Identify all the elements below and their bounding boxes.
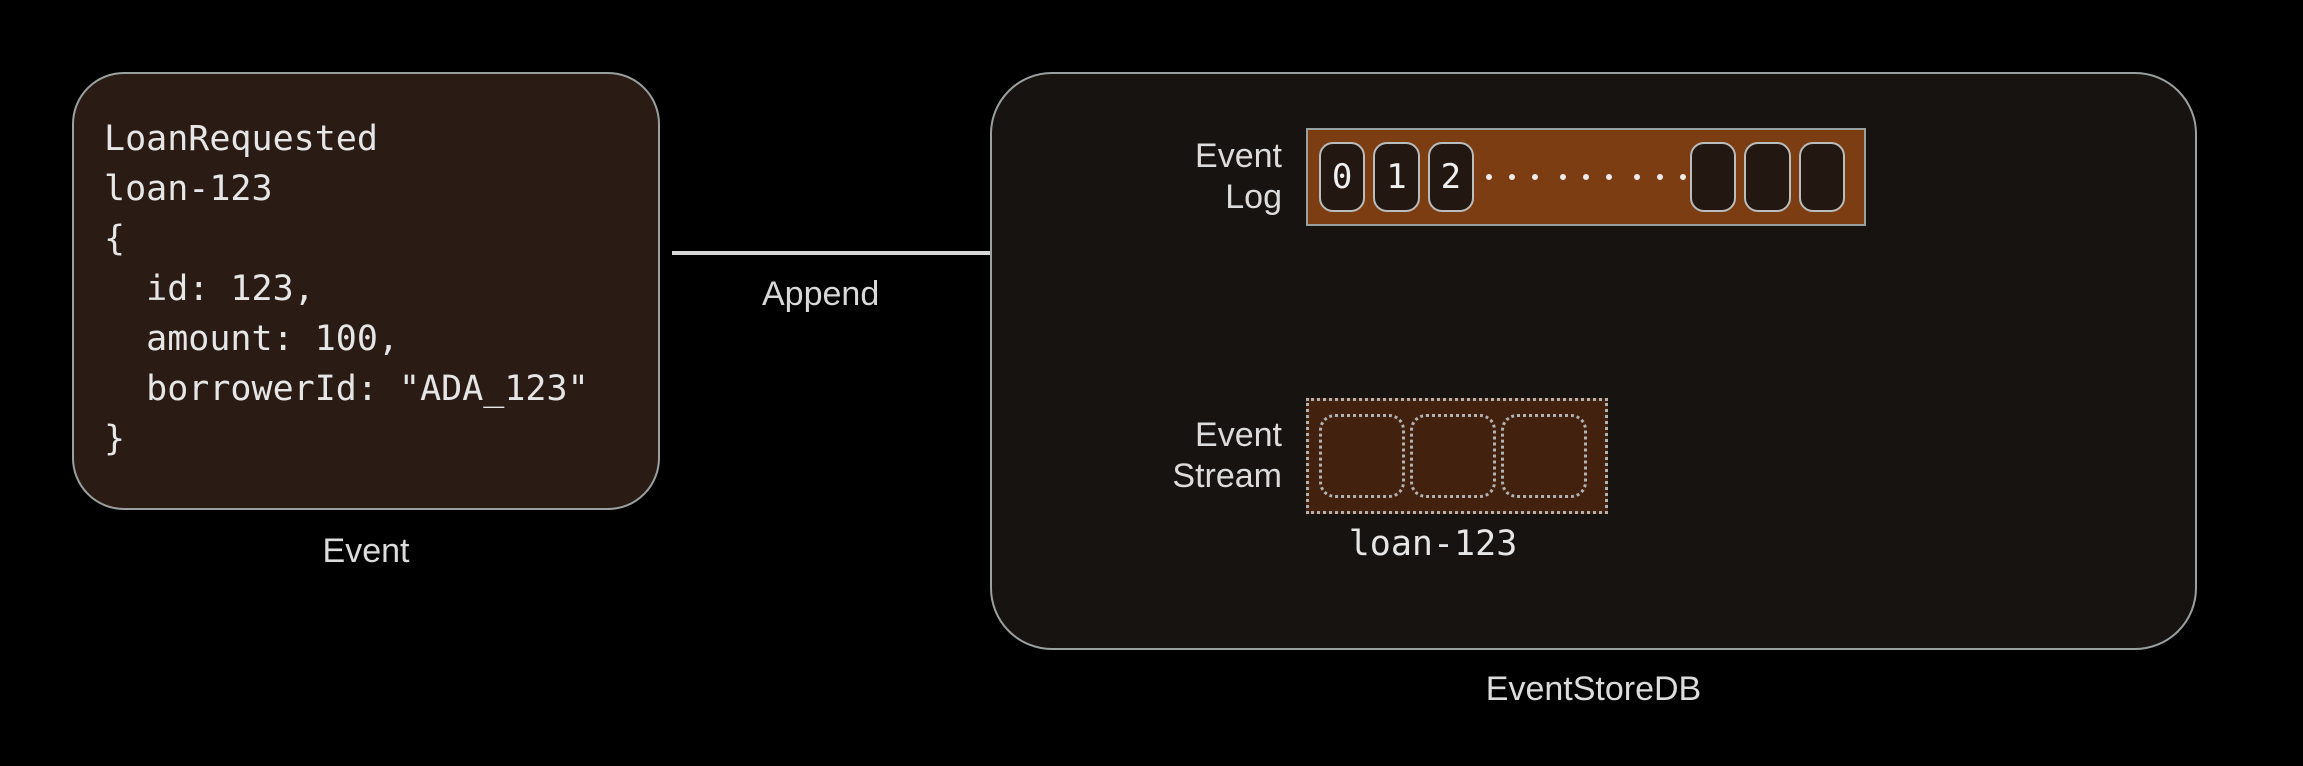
ellipsis-dot — [1559, 174, 1566, 180]
ellipsis-group — [1633, 174, 1686, 180]
event-card: LoanRequested loan-123 { id: 123, amount… — [72, 72, 660, 510]
ellipsis-dot — [1656, 174, 1663, 180]
ellipsis-group — [1559, 174, 1612, 180]
eventstore-group: Event Log 0 1 2 — [990, 72, 2197, 709]
ellipsis-dot — [1679, 174, 1686, 180]
event-log-cell[interactable]: 1 — [1373, 142, 1420, 212]
event-log-cell-empty[interactable] — [1689, 142, 1737, 212]
event-log-cell-empty[interactable] — [1798, 142, 1845, 212]
event-stream-box — [1306, 398, 1608, 514]
ellipsis-dot — [1582, 174, 1589, 180]
ellipsis-dot — [1633, 174, 1640, 180]
ellipsis-dot — [1485, 174, 1492, 180]
ellipsis-group — [1485, 174, 1538, 180]
event-group: LoanRequested loan-123 { id: 123, amount… — [72, 72, 660, 571]
event-log-cell-empty[interactable] — [1744, 142, 1791, 212]
event-log-cell[interactable]: 0 — [1319, 142, 1366, 212]
ellipsis-dot — [1605, 174, 1612, 180]
eventstore-container: Event Log 0 1 2 — [990, 72, 2197, 650]
event-stream-cell[interactable] — [1501, 414, 1587, 498]
event-stream-name-label: loan-123 — [1348, 524, 1518, 564]
event-caption-label: Event — [322, 532, 410, 570]
event-stream-cell[interactable] — [1319, 414, 1405, 498]
ellipsis-dot — [1508, 174, 1515, 180]
event-stream-label: Event Stream — [1172, 416, 1282, 495]
event-log-row: Event Log 0 1 2 — [1112, 128, 1866, 226]
event-payload-code: LoanRequested loan-123 { id: 123, amount… — [104, 119, 589, 459]
event-log-cell[interactable]: 2 — [1427, 142, 1474, 212]
eventstore-caption-label: EventStoreDB — [1485, 670, 1702, 708]
event-stream-row: Event Stream — [1112, 398, 1608, 514]
append-label: Append — [762, 275, 880, 313]
event-stream-cell[interactable] — [1410, 414, 1496, 498]
event-log-label: Event Log — [1195, 137, 1282, 216]
event-log-bar: 0 1 2 — [1306, 128, 1866, 226]
ellipsis-dot — [1531, 174, 1538, 180]
event-log-ellipsis — [1485, 174, 1686, 180]
